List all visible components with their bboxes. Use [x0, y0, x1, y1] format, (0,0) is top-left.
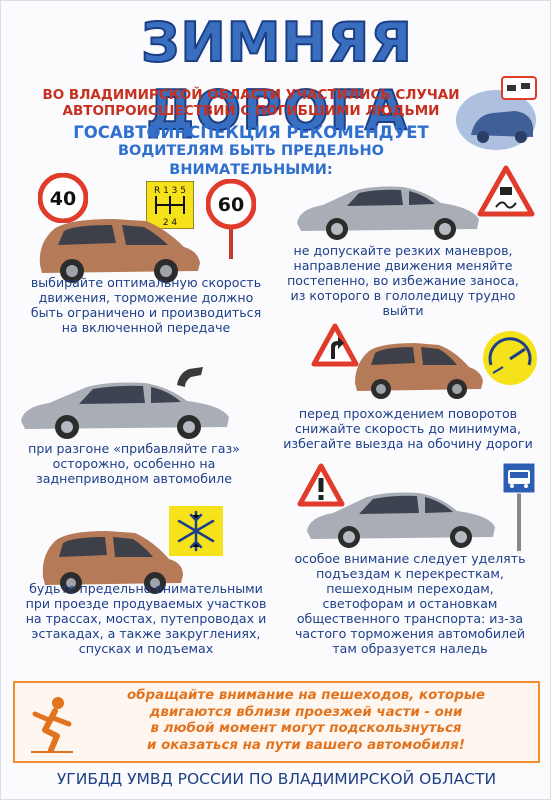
tip-line: подъездам к перекресткам, [316, 566, 504, 581]
pedestrian-line: обращайте внимание на пешеходов, которые [126, 688, 486, 703]
gear-bottom-label: 2 4 [163, 218, 178, 228]
tip-line: на трассах, мостах, путепроводах и [25, 611, 267, 626]
tip-line: будьте предельно внимательными [29, 581, 263, 596]
pedestrian-warning-box [13, 681, 540, 763]
tip-line: частого торможения автомобилей [294, 626, 526, 641]
gear-top-label: R 1 3 5 [154, 186, 186, 196]
tip-line: постепенно, во избежание заноса, [287, 273, 519, 288]
tip-line: быть ограничено и производиться [30, 305, 262, 320]
footer-organization: УГИБДД УМВД РОССИИ ПО ВЛАДИМИРСКОЙ ОБЛАС… [56, 770, 497, 788]
attention-sign [297, 463, 345, 507]
tip-line: на включенной передаче [61, 320, 231, 335]
snowflake-icon [169, 506, 223, 556]
tip-line: не допускайте резких маневров, [293, 243, 513, 258]
tip-line: при проезде продуваемых участков [25, 596, 267, 611]
tip-line: заднеприводном автомобиле [36, 471, 232, 486]
slipping-pedestrian-icon [31, 697, 73, 753]
copper-hatchback-illustration [39, 219, 201, 283]
tip-line: выйти [382, 303, 424, 318]
tip-line: снижайте скорость до минимума, [295, 421, 521, 436]
slippery-road-sign [477, 165, 535, 217]
tip-line: перед прохождением поворотов [298, 406, 518, 421]
tip-line: движения, торможение должно [38, 290, 254, 305]
tip-maneuvers: не допускайте резких маневров, направлен… [263, 243, 543, 318]
gas-pedal-icon [177, 367, 203, 387]
poster-title: ЗИМНЯЯ ДОРОГА [140, 10, 413, 143]
tip-line: спусках и подъемах [78, 641, 214, 656]
pedestrian-warning-text: обращайте внимание на пешеходов, которые… [86, 688, 526, 754]
tip-line: общественного транспорта: из-за [296, 611, 524, 626]
silver-sedan-illustration [297, 186, 479, 240]
pedestrian-line: в любой момент могут подскользнуться [150, 721, 462, 736]
recommendation-line: ВОДИТЕЛЯМ БЫТЬ ПРЕДЕЛЬНО ВНИМАТЕЛЬНЫМИ: [117, 143, 385, 178]
recommendation-text: ГОСАВТОИНСПЕКЦИЯ РЕКОМЕНДУЕТ ВОДИТЕЛЯМ Б… [41, 123, 461, 180]
accident-warning-text: ВО ВЛАДИМИРСКОЙ ОБЛАСТИ УЧАСТИЛИСЬ СЛУЧА… [41, 87, 461, 119]
silver-sedan-illustration-3 [307, 492, 495, 548]
tip-line: светофорам и остановкам [322, 596, 498, 611]
tip-line: при разгоне «прибавляйте газ» [28, 441, 240, 456]
pedestrian-line: двигаются вблизи проезжей части - они [149, 704, 463, 720]
gearbox-sign: R 1 3 5 2 4 [146, 181, 194, 229]
bus-stop-sign [502, 462, 536, 551]
copper-hatchback-illustration-3 [42, 531, 183, 594]
speed-limit-60-sign: 60 [206, 179, 256, 259]
tip-crossings: особое внимание следует уделять подъезда… [279, 551, 541, 656]
tip-line: эстакадах, а также закруглениях, [31, 626, 261, 641]
accident-warning-icon [456, 76, 537, 150]
warning-line: АВТОПРОИСШЕСТВИЙ С ПОГИБШИМИ ЛЮДЬМИ [62, 103, 440, 119]
speed-limit-60-label: 60 [218, 194, 244, 216]
tip-line: направление движения меняйте [293, 258, 513, 273]
tip-line: там образуется наледь [332, 641, 488, 656]
recommendation-line: ГОСАВТОИНСПЕКЦИЯ РЕКОМЕНДУЕТ [73, 123, 429, 142]
tip-line: из которого в гололедицу трудно [290, 288, 516, 303]
tip-bridges: будьте предельно внимательными при проез… [11, 581, 281, 656]
speedometer-icon [483, 331, 537, 385]
copper-hatchback-illustration-2 [355, 343, 483, 399]
speed-limit-40-sign: 40 [38, 173, 88, 223]
warning-line: ВО ВЛАДИМИРСКОЙ ОБЛАСТИ УЧАСТИЛИСЬ СЛУЧА… [42, 87, 460, 103]
tip-line: избегайте выезда на обочину дороги [283, 436, 533, 451]
tip-turns: перед прохождением поворотов снижайте ск… [273, 406, 543, 451]
tip-line: выбирайте оптимальную скорость [30, 275, 262, 290]
tip-line: пешеходным переходам, [326, 581, 494, 596]
dangerous-turn-sign [311, 323, 359, 367]
pedestrian-line: и оказаться на пути вашего автомобиля! [147, 737, 465, 753]
silver-sedan-illustration-2 [21, 382, 229, 439]
tip-line: особое внимание следует уделять [294, 551, 526, 566]
tip-gas: при разгоне «прибавляйте газ» осторожно,… [19, 441, 249, 486]
tip-speed: выбирайте оптимальную скорость движения,… [11, 275, 281, 335]
speed-limit-40-label: 40 [50, 188, 76, 210]
tip-line: осторожно, особенно на [52, 456, 216, 471]
